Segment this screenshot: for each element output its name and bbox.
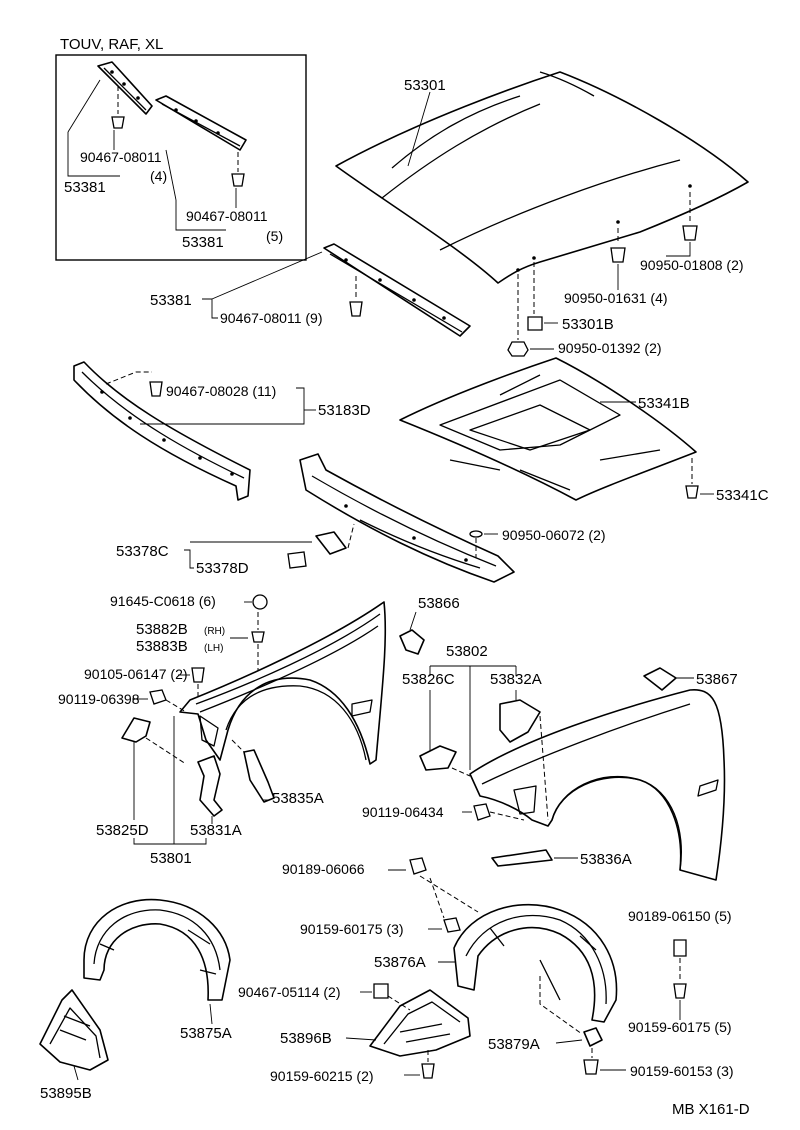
brace-label: 53378D bbox=[196, 560, 249, 577]
inset-fastener-b: 90467-08011 bbox=[186, 208, 268, 224]
fender-right-brackets: 53802 53826C 53832A bbox=[402, 643, 549, 821]
hood-stiffener: 53381 90467-08011 (9) bbox=[150, 243, 471, 337]
figure-code: MB X161-D bbox=[672, 1101, 750, 1118]
insulator-clip-label: 53341C bbox=[716, 487, 769, 504]
inset-part-b: 53381 bbox=[182, 234, 224, 251]
fender-right-protectors: 53866 53867 bbox=[399, 595, 738, 691]
inset-title: TOUV, RAF, XL bbox=[60, 36, 163, 53]
fender-brace-label: 53835A bbox=[272, 790, 324, 807]
bolt-b-label: 90119-06398 bbox=[58, 691, 140, 707]
stiffener-label: 53381 bbox=[150, 292, 192, 309]
hood-panel: 53301 bbox=[335, 71, 749, 284]
hood-seal: 90467-08028 (11) 53183D bbox=[73, 361, 371, 501]
inset-qty-a: (4) bbox=[150, 168, 167, 184]
protector-r-label: 53867 bbox=[696, 671, 738, 688]
fender-brace-b-label: 53836A bbox=[580, 851, 632, 868]
fender-right-fasteners: 90119-06434 53836A bbox=[362, 803, 632, 868]
shield-left: 53895B bbox=[39, 989, 109, 1102]
inset-fastener-a: 90467-08011 bbox=[80, 149, 162, 165]
seal-label: 53183D bbox=[318, 402, 371, 419]
support-plug-label: 90950-06072 (2) bbox=[502, 527, 606, 543]
hood-lock-support: 90950-06072 (2) bbox=[299, 453, 606, 583]
liner-left-label: 53875A bbox=[180, 1025, 232, 1042]
shield-right-label: 53896B bbox=[280, 1030, 332, 1047]
bracket-d-label: 53825D bbox=[96, 822, 149, 839]
shield-left-label: 53895B bbox=[40, 1085, 92, 1102]
clip-a-label: 90467-05114 (2) bbox=[238, 984, 340, 1000]
insulator-label: 53341B bbox=[638, 395, 690, 412]
fender-bracket-c-label: 53826C bbox=[402, 671, 455, 688]
screw-d-label: 90159-60175 (5) bbox=[628, 1019, 732, 1035]
brace-group-label: 53378C bbox=[116, 543, 169, 560]
seal-clip-label: 90467-08028 (11) bbox=[166, 383, 276, 399]
screw-c-label: 90159-60175 (3) bbox=[300, 921, 404, 937]
hood-bumper-label: 53301B bbox=[562, 316, 614, 333]
inset-part-a: 53381 bbox=[64, 179, 106, 196]
hood-grommets: 90950-01808 (2) 90950-01631 (4) bbox=[564, 192, 744, 306]
hood-brace: 53378C 53378D bbox=[116, 523, 355, 577]
shield-right: 53896B 90467-05114 (2) 90159-60215 (2) bbox=[238, 983, 471, 1084]
inset-qty-b: (5) bbox=[266, 228, 283, 244]
fender-left bbox=[179, 601, 387, 765]
fender-left-brackets: 53835A 53825D 53831A 53801 bbox=[96, 716, 324, 867]
liner-right-label: 53876A bbox=[374, 954, 426, 971]
hood-insulator: 53341B 53341C bbox=[399, 357, 769, 504]
hood-grommet-a-label: 90950-01808 (2) bbox=[640, 257, 744, 273]
fender-left-label: 53801 bbox=[150, 850, 192, 867]
hood-bumper: 53301B 90950-01392 (2) bbox=[507, 262, 662, 357]
inset-stiffener-a bbox=[97, 61, 153, 129]
bolt-c-label: 90119-06434 bbox=[362, 804, 444, 820]
liner-right-fasteners: 90189-06066 90159-60175 (3) 90189-06150 … bbox=[282, 857, 732, 1035]
shield-right-2-label: 53879A bbox=[488, 1036, 540, 1053]
bolt-a-label: 90105-06147 (2) bbox=[84, 666, 188, 682]
apron-seal-rh-label: 53882B bbox=[136, 621, 188, 638]
screw-b-label: 90189-06150 (5) bbox=[628, 908, 732, 924]
protector-l-label: 53866 bbox=[418, 595, 460, 612]
inset-variant-box: TOUV, RAF, XL 90467-08011 (4) 53381 9046… bbox=[55, 36, 307, 261]
apron-seal-lh-tag: (LH) bbox=[204, 643, 223, 654]
apron-seal-lh-label: 53883B bbox=[136, 638, 188, 655]
screw-e-label: 90159-60215 (2) bbox=[270, 1068, 374, 1084]
bracket-a-label: 53831A bbox=[190, 822, 242, 839]
shield-right-2: 53879A 90159-60153 (3) bbox=[488, 1027, 734, 1079]
fender-bracket-a-label: 53832A bbox=[490, 671, 542, 688]
hood-clip-label: 90950-01392 (2) bbox=[558, 340, 662, 356]
stiffener-clip-label: 90467-08011 (9) bbox=[220, 310, 322, 326]
screw-f-label: 90159-60153 (3) bbox=[630, 1063, 734, 1079]
apron-seal-rh-tag: (RH) bbox=[204, 626, 225, 637]
fender-right bbox=[469, 689, 726, 881]
liner-right: 53876A bbox=[374, 903, 618, 1023]
washer-nut-label: 91645-C0618 (6) bbox=[110, 593, 216, 609]
liner-left: 53875A bbox=[83, 898, 232, 1042]
hood-label: 53301 bbox=[404, 77, 446, 94]
fender-left-fasteners: 91645-C0618 (6) 53882B (RH) 53883B (LH) … bbox=[58, 593, 268, 713]
screw-a-label: 90189-06066 bbox=[282, 861, 365, 877]
hood-grommet-b-label: 90950-01631 (4) bbox=[564, 290, 668, 306]
inset-stiffener-b bbox=[155, 95, 247, 187]
fender-assy-label: 53802 bbox=[446, 643, 488, 660]
